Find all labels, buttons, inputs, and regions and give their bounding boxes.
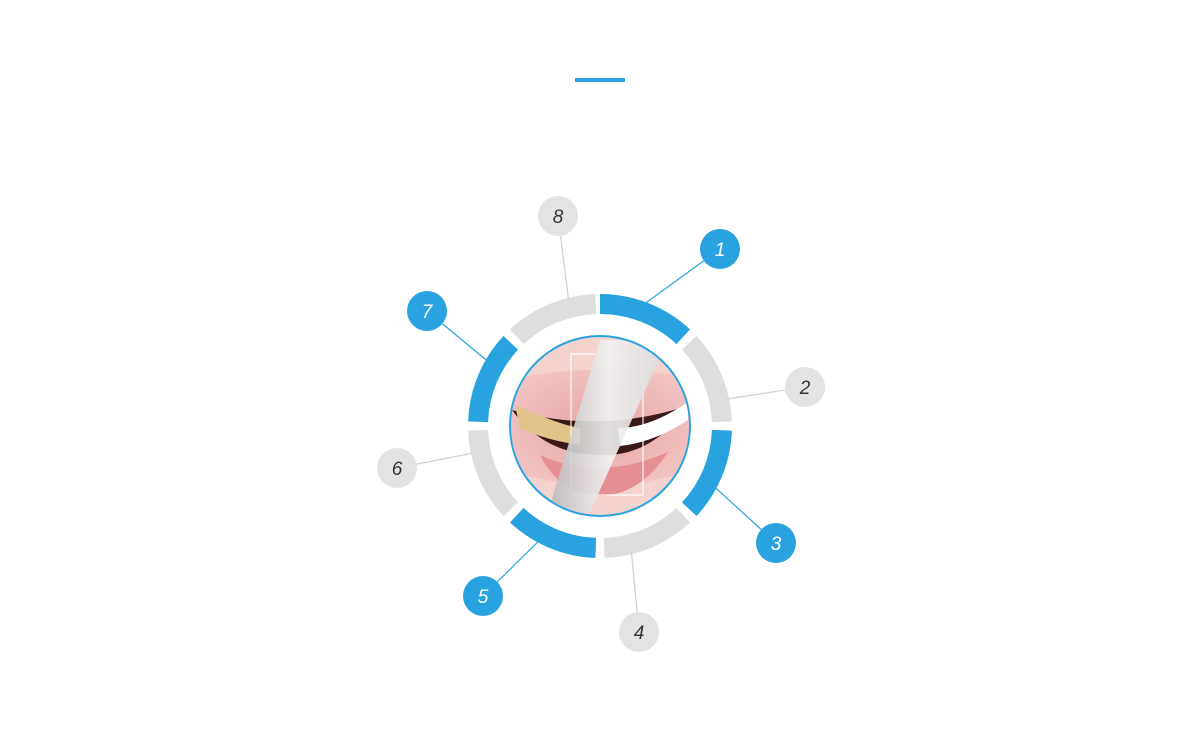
step-badge-circle <box>377 448 417 488</box>
step-badge-8[interactable]: 8 <box>538 196 578 236</box>
connector-line-7 <box>442 323 488 362</box>
ring-segment-5 <box>509 507 597 558</box>
ring-segment-3 <box>681 429 732 517</box>
connector-lines <box>416 235 786 613</box>
ring-segment-2 <box>681 335 732 423</box>
connector-line-8 <box>559 235 570 300</box>
step-badge-circle <box>785 367 825 407</box>
step-badges: 1 2 3 4 5 6 7 8 <box>377 196 825 652</box>
center-photo <box>509 335 691 517</box>
step-badge-6[interactable]: 6 <box>377 448 417 488</box>
title-accent-bar <box>575 78 625 82</box>
ring-segment-4 <box>603 507 691 558</box>
step-badge-2[interactable]: 2 <box>785 367 825 407</box>
step-number-label: 6 <box>392 459 403 480</box>
step-badge-1[interactable]: 1 <box>700 229 740 269</box>
step-badge-circle <box>538 196 578 236</box>
connector-line-3 <box>714 486 762 530</box>
ring-segment-8 <box>509 294 597 345</box>
connector-line-4 <box>630 552 638 613</box>
connector-line-5 <box>496 540 540 583</box>
connector-line-1 <box>644 260 705 305</box>
ring-segment-7 <box>468 335 519 423</box>
step-number-label: 2 <box>799 378 811 399</box>
step-badge-5[interactable]: 5 <box>463 576 503 616</box>
step-number-label: 3 <box>771 534 782 555</box>
step-number-label: 4 <box>634 623 645 644</box>
step-badge-circle <box>700 229 740 269</box>
step-badge-circle <box>407 291 447 331</box>
ring-segment-1 <box>600 294 691 345</box>
step-number-label: 1 <box>715 240 726 261</box>
step-badge-7[interactable]: 7 <box>407 291 447 331</box>
step-badge-circle <box>756 523 796 563</box>
step-badge-4[interactable]: 4 <box>619 612 659 652</box>
step-number-label: 7 <box>422 302 434 323</box>
connector-line-6 <box>416 452 473 465</box>
ring-segments <box>468 294 732 558</box>
step-badge-circle <box>463 576 503 616</box>
connector-line-2 <box>727 389 786 400</box>
ring-segment-6 <box>468 429 519 517</box>
step-badge-circle <box>619 612 659 652</box>
step-number-label: 8 <box>553 207 564 228</box>
teeth-whitening-photo-icon <box>511 337 689 515</box>
step-badge-3[interactable]: 3 <box>756 523 796 563</box>
step-number-label: 5 <box>478 587 489 608</box>
